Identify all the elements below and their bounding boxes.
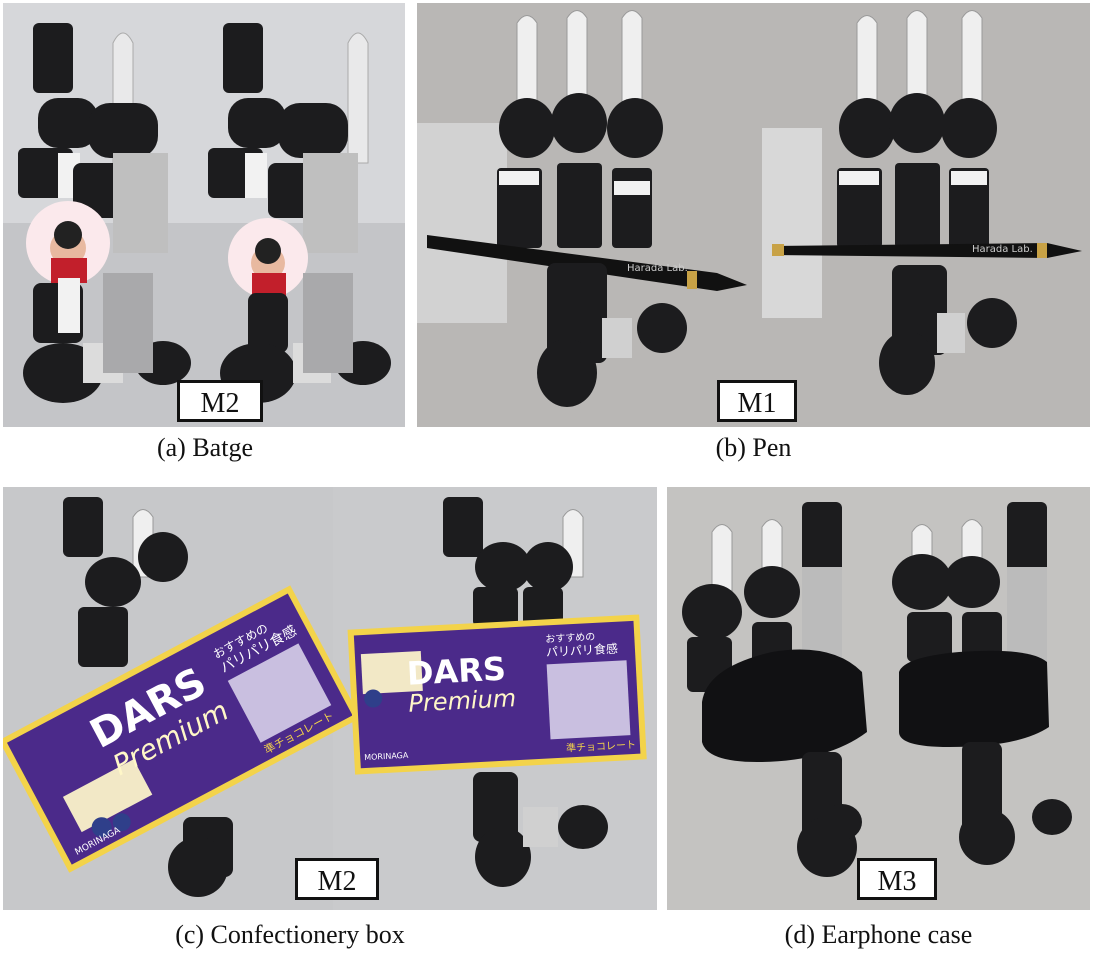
mode-label-d: M3 [857,858,937,900]
pen-text-left: Harada Lab. [627,263,688,274]
photo-earphone-case [667,487,1090,910]
box-tag-right: おすすめの [545,631,596,646]
caption-a: (a) Batge [156,433,253,462]
box-maker-right: MORINAGA [364,751,409,762]
box-type-right: 準チョコレート [566,738,637,755]
confectionery-box-right: DARS Premium おすすめの パリパリ食感 準チョコレート MORINA… [347,614,647,775]
pen-right [772,243,1082,258]
earphone-case-left [702,649,867,762]
robot-hand-left-b: Harada Lab. [427,10,747,407]
panel-d: M3 (d) Earphone case [664,484,1093,968]
panel-c: DARS Premium おすすめの パリパリ食感 準チョコレート MORINA… [0,484,660,968]
mode-label-b: M1 [717,380,797,422]
box-line-right: Premium [408,684,517,718]
robot-hand-right-b: Harada Lab. [772,10,1082,395]
panel-a: M2 (a) Batge [0,0,410,470]
caption-d: (d) Earphone case [784,920,973,949]
panel-b: Harada Lab. [414,0,1093,470]
box-brand-right: DARS [406,650,507,693]
earphone-case-right [899,650,1049,747]
pen-text-right: Harada Lab. [972,244,1033,255]
photo-pen: Harada Lab. [417,3,1090,427]
robot-hand-left-d [682,502,867,877]
mode-label-a: M2 [177,380,263,422]
caption-c: (c) Confectionery box [175,920,405,949]
robot-hand-badge-image [3,3,405,427]
photo-badge [3,3,405,427]
robot-hand-right-a [208,23,391,403]
mode-label-c: M2 [295,858,379,900]
robot-hand-right-d [892,502,1072,865]
robot-hand-earphone-image [667,487,1090,910]
box-crunch-right: パリパリ食感 [546,641,619,660]
robot-hand-pen-image: Harada Lab. [417,3,1090,427]
robot-hand-left-c [63,497,233,897]
robot-hand-right-c [443,497,608,887]
caption-b: (b) Pen [715,433,792,462]
robot-hand-left-a [18,23,191,403]
robot-hand-box-image: DARS Premium おすすめの パリパリ食感 準チョコレート MORINA… [3,487,657,910]
photo-confectionery-box: DARS Premium おすすめの パリパリ食感 準チョコレート MORINA… [3,487,657,910]
confectionery-box-left: DARS Premium おすすめの パリパリ食感 準チョコレート MORINA… [3,585,361,873]
